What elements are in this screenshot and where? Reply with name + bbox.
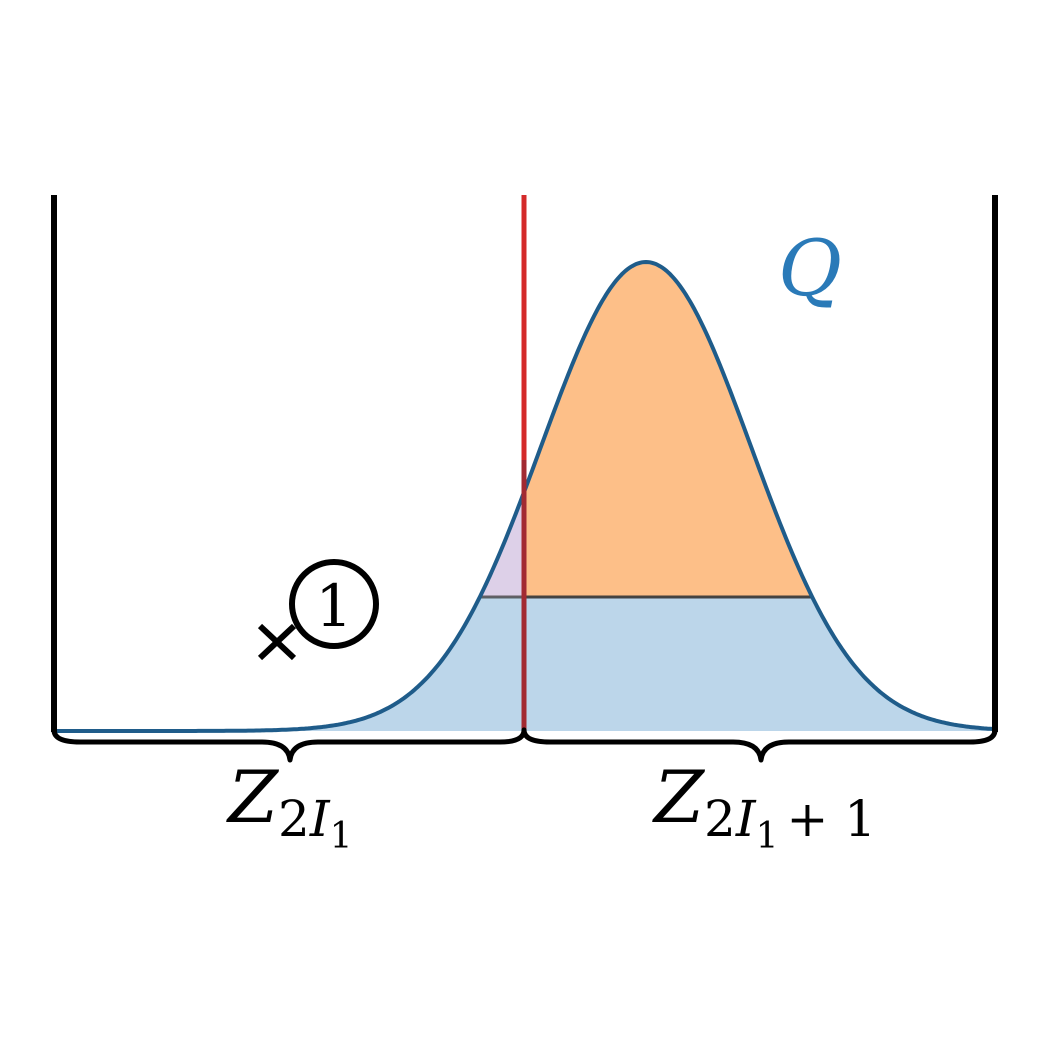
left-label-sub: 2 xyxy=(278,790,310,848)
right-label-sub: 2 xyxy=(704,790,736,848)
left-label-subindex: 1 xyxy=(330,816,353,857)
right-label-subindex: 1 xyxy=(756,816,779,857)
left-tail-region-fill xyxy=(479,492,524,597)
circled-number-icon xyxy=(289,559,379,649)
upper-region-fill xyxy=(522,260,815,599)
right-label-tail: + 1 xyxy=(787,790,877,848)
right-label-main: Z xyxy=(652,755,706,839)
left-label-main: Z xyxy=(226,755,280,839)
marker-1: 1 xyxy=(257,559,379,661)
marker-number: 1 xyxy=(316,572,353,640)
left-label-subvar: I xyxy=(309,790,331,848)
cross-icon xyxy=(257,623,297,661)
left-brace xyxy=(51,727,527,763)
curve-label: Q xyxy=(778,224,842,314)
right-label-subvar: I xyxy=(735,790,757,848)
right-brace xyxy=(521,727,998,763)
left-brace-label: Z2I1 xyxy=(226,755,353,857)
right-brace-label: Z2I1+ 1 xyxy=(652,755,876,857)
